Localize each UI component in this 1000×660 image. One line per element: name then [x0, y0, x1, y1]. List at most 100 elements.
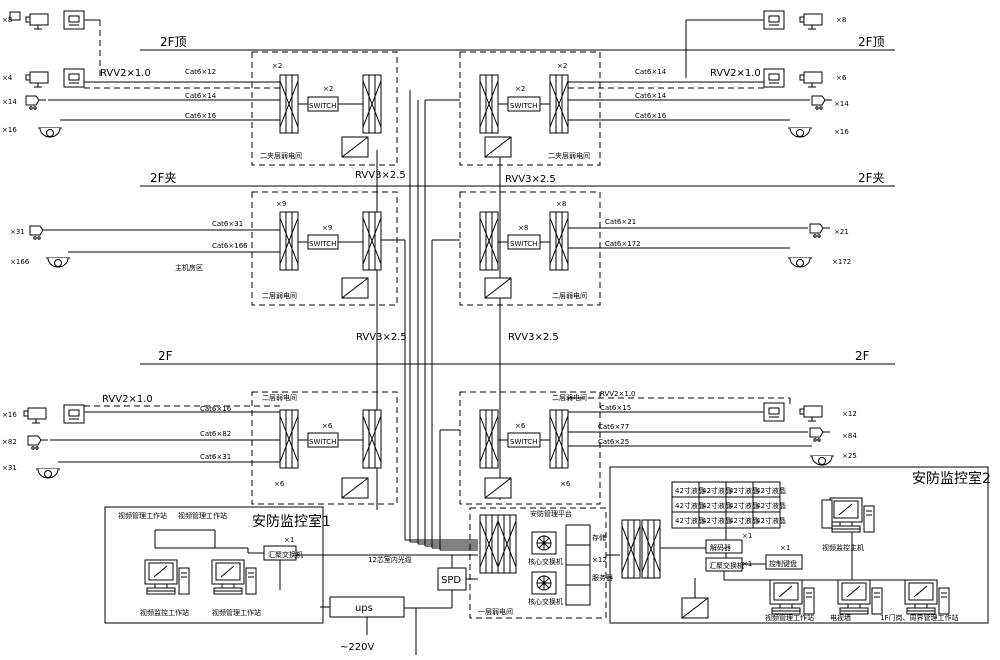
room-box-r2-right: [459, 191, 601, 306]
wall-cell-12: 42寸液晶: [756, 516, 786, 525]
wall-cell-6: 42寸液晶: [702, 501, 732, 510]
floor-label-2f-left: 2F: [158, 349, 173, 363]
sec1-switch-count: ×1: [284, 536, 294, 544]
room-label-r2-right: 二层弱电间: [552, 291, 587, 300]
riser-trunk: [376, 90, 501, 551]
count-r2-left-switch: ×9: [322, 224, 332, 232]
label-sec-ws1: 视频管理工作站: [118, 511, 167, 520]
count-r3-box: ×84: [842, 432, 857, 440]
label-mgmt: 安防管理平台: [530, 509, 572, 518]
main-rack-box: [469, 507, 607, 619]
cable-l3-16: Cat6×16: [200, 405, 232, 413]
wall-cell-4: 42寸液晶: [756, 486, 786, 495]
wall-cell-8: 42寸液晶: [756, 501, 786, 510]
label-ws-a: 视频监控工作站: [140, 608, 189, 617]
cable-l1-16: Cat6×16: [185, 112, 217, 120]
devices-r1-right: [568, 10, 833, 138]
room-box-r1-right: [459, 51, 601, 166]
devices-r3-left: [23, 404, 280, 479]
ac-label: ~220V: [340, 642, 374, 653]
cable-r3-rvv: RVV2×1.0: [600, 390, 636, 398]
count-r1-top: ×8: [836, 16, 846, 24]
count-r3-left-odf: ×6: [274, 480, 285, 488]
label-sec-ws2: 视频管理工作站: [178, 511, 227, 520]
count-l1-cam: ×4: [2, 74, 13, 82]
main-rack-label: 一层弱电间: [478, 607, 513, 616]
power-cable-label-3: RVV3×2.5: [356, 332, 407, 343]
count-l3-cam: ×16: [2, 411, 17, 419]
room-box-r3-left: [251, 391, 398, 505]
cable-r1-rvv: RVV2×1.0: [710, 68, 761, 79]
label-cam-mgr: 视频监控主机: [822, 543, 864, 552]
room-label-r2-left: 二层弱电间: [262, 291, 297, 300]
decoder-label: 解码器: [710, 543, 731, 552]
cable-r1-14b: Cat6×14: [635, 92, 667, 100]
devices-r3-right: [568, 397, 835, 466]
count-r3-right-switch: ×6: [515, 422, 526, 430]
wall-cell-7: 42寸液晶: [729, 501, 759, 510]
switch-label-r1-right: SWITCH: [510, 102, 537, 110]
floor-label-2f-mid-right: 2F夹: [858, 171, 885, 185]
count-r1-left-switch: ×2: [323, 85, 333, 93]
room-label-r1-right: 二夹层弱电间: [548, 151, 590, 160]
label-ws-c: 视频管理工作站: [765, 613, 814, 622]
label-ws-d: 1F门岗、周界管理工作站: [880, 613, 958, 622]
security-room-1: [104, 506, 324, 624]
power-cable-label-1: RVV3×2.5: [355, 170, 406, 181]
floor-label-2f-mid-left: 2F夹: [150, 171, 177, 185]
count-l1-top: ×8: [2, 16, 12, 24]
count-r1-box: ×14: [834, 100, 849, 108]
count-l1-dome: ×16: [2, 126, 17, 134]
ctrl-keyboard-label: 控制键盘: [769, 559, 797, 568]
switch-label-r3-left: SWITCH: [309, 438, 336, 446]
count-r1-cam: ×6: [836, 74, 847, 82]
cable-l3-82: Cat6×82: [200, 430, 231, 438]
sec2-switch-label: 汇聚交换机: [709, 561, 744, 570]
devices-r2-left: [29, 225, 280, 268]
power-cable-label-4: RVV3×2.5: [508, 332, 559, 343]
hall-note: 主机房区: [175, 263, 203, 272]
room-label-r3-left: 二层弱电间: [262, 393, 297, 402]
decoder-box: [705, 539, 743, 554]
count-l2-box: ×31: [10, 228, 25, 236]
cable-r3-15: Cat6×15: [600, 404, 631, 412]
devices-r2-right: [568, 223, 831, 268]
room-box-r1-left: [251, 51, 398, 166]
count-r3-right-odf: ×6: [560, 480, 571, 488]
switch-label-r2-left: SWITCH: [309, 240, 336, 248]
cable-r1-14a: Cat6×14: [635, 68, 667, 76]
cable-l1-12: Cat6×12: [185, 68, 216, 76]
label-wall: 电视墙: [830, 613, 851, 622]
ctrl-keyboard-count: ×1: [780, 544, 790, 552]
video-wall: 42寸液晶 42寸液晶 42寸液晶 42寸液晶 42寸液晶 42寸液晶 42寸液…: [671, 481, 786, 529]
wall-cell-5: 42寸液晶: [675, 501, 705, 510]
floor-label-2f-right: 2F: [855, 349, 870, 363]
count-storage: ×12: [592, 556, 607, 564]
label-core1: 核心交换机: [528, 557, 563, 566]
label-storage: 存储: [592, 533, 606, 542]
count-l2-dome: ×166: [10, 258, 30, 266]
trunk-label: 12芯室内光缆: [368, 555, 412, 564]
switch-label-r2-right: SWITCH: [510, 240, 537, 248]
cable-r2-172: Cat6×172: [605, 240, 641, 248]
cable-r3-77: Cat6×77: [598, 423, 629, 431]
room-label-r1-left: 二夹层弱电间: [260, 151, 302, 160]
cable-l2-166: Cat6×166: [212, 242, 248, 250]
cable-r3-25: Cat6×25: [598, 438, 629, 446]
wall-cell-1: 42寸液晶: [675, 486, 705, 495]
power-cable-label-2: RVV3×2.5: [505, 174, 556, 185]
count-r1-right-odf: ×2: [557, 62, 567, 70]
sec1-switch-label: 汇聚交换机: [268, 550, 303, 559]
security-room-2: [609, 466, 989, 624]
count-r1-dome: ×16: [834, 128, 849, 136]
cable-l3-31: Cat6×31: [200, 453, 231, 461]
cable-l2-31: Cat6×31: [212, 220, 243, 228]
spd-label: SPD: [441, 575, 461, 586]
switch-label-r3-right: SWITCH: [510, 438, 537, 446]
count-r3-cam: ×12: [842, 410, 857, 418]
cable-l3-rvv: RVV2×1.0: [102, 394, 153, 405]
cable-r2-21: Cat6×21: [605, 218, 636, 226]
wall-cell-2: 42寸液晶: [702, 486, 732, 495]
ups-label: ups: [355, 603, 373, 614]
